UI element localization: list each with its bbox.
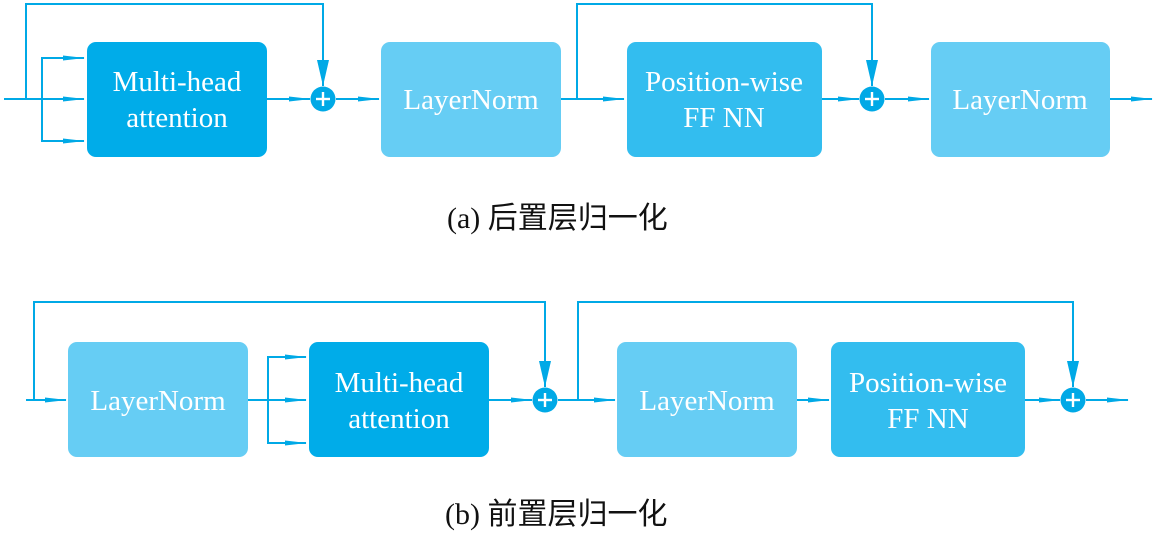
add-icon [859,86,885,112]
ffn-label-line2: FF NN [887,403,968,435]
layernorm-block-1 [68,342,248,457]
residual-arrowhead [317,60,329,86]
residual-connection-2 [576,3,873,99]
layernorm-label: LayerNorm [90,385,226,417]
input-arrow-q [267,354,307,400]
layernorm-block-2 [931,42,1110,157]
mha-label-line2: attention [126,102,228,134]
caption-a: (a) 后置层归一化 [447,202,668,235]
diagram-a: Multi-head attention LayerNorm Position-… [4,3,1153,157]
position-wise-ffn-block [831,342,1025,457]
add-icon [1060,387,1086,413]
layernorm-label: LayerNorm [952,84,1088,116]
residual-connection-2 [577,301,1074,400]
residual-connection-1 [25,3,324,99]
caption-b: (b) 前置层归一化 [445,498,668,531]
input-arrow-k [41,99,85,144]
ffn-label-line1: Position-wise [849,367,1007,399]
residual-arrowhead [1067,361,1079,387]
mha-label-line1: Multi-head [113,66,242,98]
input-arrow-k [267,400,307,446]
add-icon [532,387,558,413]
input-arrow-q [41,55,85,99]
position-wise-ffn-block [627,42,822,157]
multi-head-attention-block [87,42,267,157]
multi-head-attention-block [309,342,489,457]
diagram-b: LayerNorm Multi-head attention LayerNorm… [26,301,1129,457]
layernorm-block-1 [381,42,561,157]
residual-arrowhead [539,361,551,387]
residual-arrowhead [866,60,878,86]
layernorm-block-2 [617,342,797,457]
layernorm-label: LayerNorm [403,84,539,116]
layernorm-label: LayerNorm [639,385,775,417]
residual-connection-1 [33,301,546,400]
mha-label-line1: Multi-head [335,367,464,399]
add-icon [310,86,336,112]
ffn-label-line1: Position-wise [645,66,803,98]
mha-label-line2: attention [348,403,450,435]
ffn-label-line2: FF NN [683,102,764,134]
